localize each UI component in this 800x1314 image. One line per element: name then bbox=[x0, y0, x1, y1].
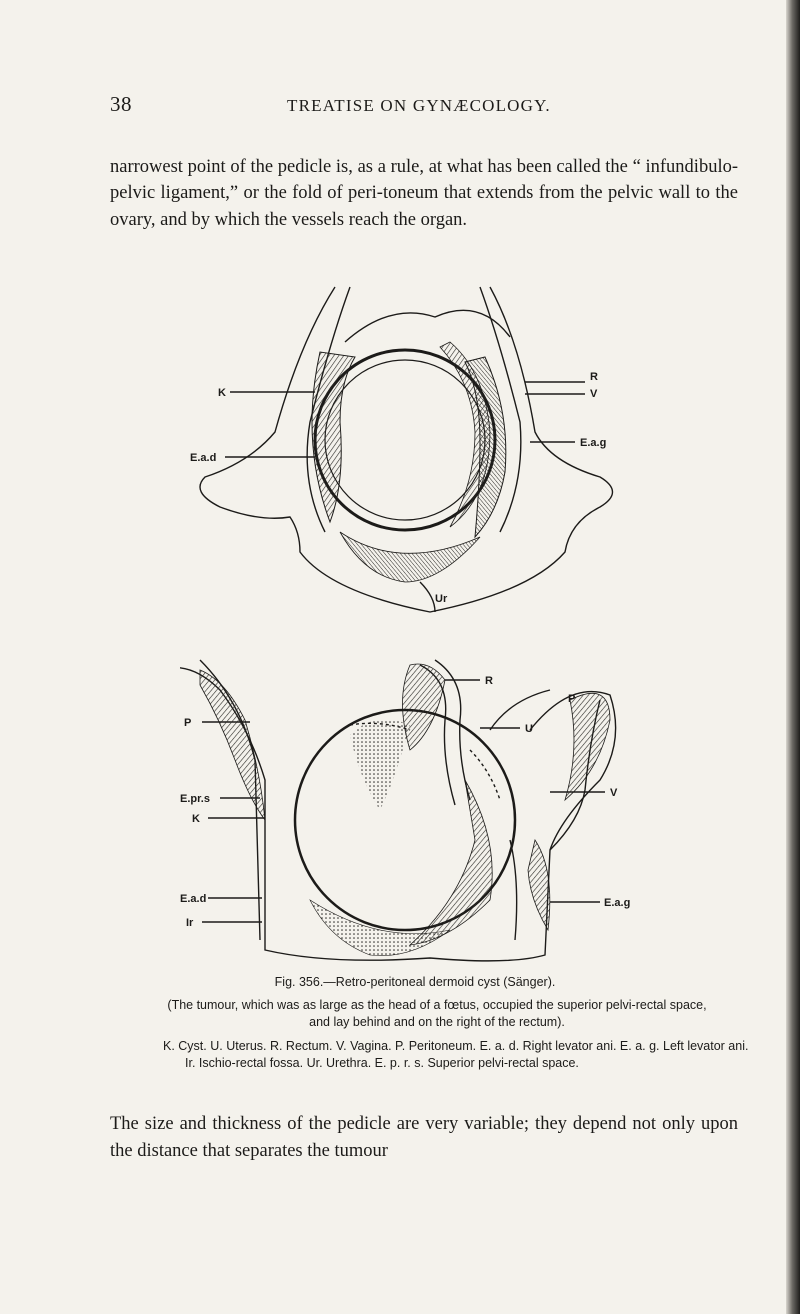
label-bottom-p-right: P bbox=[568, 693, 575, 705]
pelvis-section-bottom-svg: P E.pr.s K E.a.d Ir R U P V E.a.g bbox=[159, 659, 630, 962]
figure-bottom-diagram: P E.pr.s K E.a.d Ir R U P V E.a.g bbox=[159, 640, 660, 970]
label-bottom-u: U bbox=[525, 723, 533, 735]
label-top-ead: E.a.d bbox=[190, 452, 216, 464]
label-top-ur: Ur bbox=[435, 593, 448, 605]
label-top-eag: E.a.g bbox=[580, 437, 606, 449]
page-edge-shadow bbox=[786, 0, 800, 1314]
label-bottom-ir: Ir bbox=[186, 917, 194, 929]
label-bottom-v: V bbox=[610, 787, 618, 799]
label-bottom-ead: E.a.d bbox=[180, 893, 206, 905]
label-bottom-k: K bbox=[192, 813, 200, 825]
figure-subcaption: (The tumour, which was as large as the h… bbox=[167, 998, 707, 1029]
figure-top-diagram: K E.a.d R V E.a.g Ur bbox=[180, 282, 660, 622]
label-bottom-p-left: P bbox=[184, 717, 191, 729]
paragraph-1: narrowest point of the pedicle is, as a … bbox=[110, 156, 738, 230]
label-bottom-eag: E.a.g bbox=[604, 897, 630, 909]
label-top-v: V bbox=[590, 388, 598, 400]
label-bottom-eprs: E.pr.s bbox=[180, 793, 210, 805]
label-top-k: K bbox=[218, 387, 226, 399]
page-number: 38 bbox=[110, 92, 132, 116]
label-bottom-r: R bbox=[485, 675, 493, 687]
figure-legend: K. Cyst. U. Uterus. R. Rectum. V. Vagina… bbox=[163, 1039, 749, 1070]
running-title: TREATISE ON GYNÆCOLOGY. bbox=[287, 96, 551, 115]
figure-caption: Fig. 356.—Retro-peritoneal dermoid cyst … bbox=[274, 975, 556, 989]
label-top-r: R bbox=[590, 371, 598, 383]
pelvis-section-top-svg: K E.a.d R V E.a.g Ur bbox=[190, 286, 614, 613]
paragraph-2: The size and thickness of the pedicle ar… bbox=[110, 1113, 738, 1161]
